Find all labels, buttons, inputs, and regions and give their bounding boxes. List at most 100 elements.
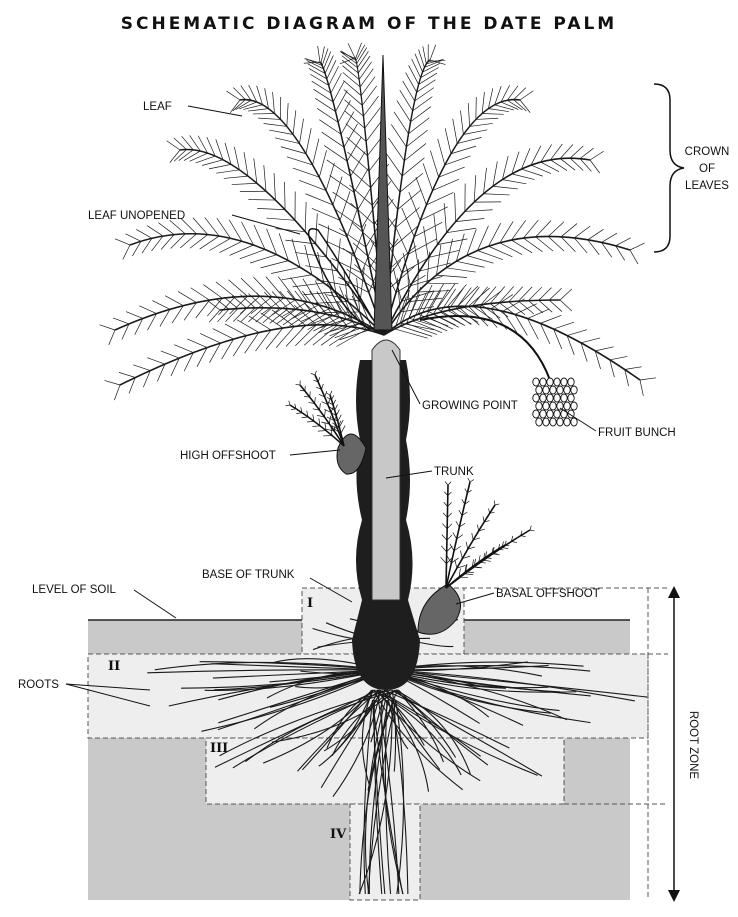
deep-root [359,699,395,895]
high-offshoot-leaf-4 [285,400,345,447]
trunk-core [371,339,401,601]
mid-root [373,689,464,791]
fruit [539,393,547,403]
basal-offshoot-leaf-2 [445,477,474,589]
basal-offshoot-leaf-5 [445,540,510,589]
fruit [535,385,543,395]
fruit [560,393,568,403]
mid-root [271,689,397,743]
zone-label-iii: III [210,741,228,756]
lateral-root [154,661,386,671]
fruit [553,377,561,387]
fruit [546,409,554,419]
roots-leader-upper [65,683,151,691]
fruit [556,417,564,427]
fruit [570,401,578,411]
fruit-bunch [419,315,578,427]
leaf-leader [187,105,243,117]
fruit [532,409,540,419]
fruit [549,385,557,395]
high-offshoot-leaf-1 [295,380,345,447]
lateral-root [384,669,648,698]
mid-root [397,689,489,766]
label-base-of-trunk: BASE OF TRUNK [202,569,295,581]
fruit [563,385,571,395]
frond-4 [367,44,446,336]
deep-root [390,699,409,895]
mid-root [396,689,444,763]
fruit [563,401,571,411]
level-of-soil-leader [133,589,177,619]
fruit [539,409,547,419]
label-fruit-bunch: FRUIT BUNCH [598,427,676,439]
base-of-trunk-leader [309,577,353,603]
high-offshoot-leaf-3 [325,390,346,447]
fruit [570,385,578,395]
fruit [542,417,550,427]
mid-root [332,689,382,798]
leaf-unopened-leader [231,214,301,235]
root-zone-arrow [668,586,680,902]
leader-lines [65,105,597,707]
mid-root [219,689,392,757]
zone-label-i: I [307,596,313,611]
zone-label-ii: II [108,659,120,674]
crown-of-leaves [99,42,657,401]
label-crown-line1: CROWN [685,146,730,158]
mid-root [326,689,375,749]
deep-root [373,699,383,895]
mid-root [377,689,481,757]
label-root-zone: ROOT ZONE [687,711,699,779]
deep-root [358,699,393,895]
mid-root [318,689,374,767]
basal-offshoot-leader [455,592,495,605]
deep-root [363,699,374,895]
deep-root [368,699,389,895]
fruit [535,417,543,427]
fruit-bunch-leader [559,407,597,432]
high-offshoot-leader [289,449,341,456]
mid-root [331,689,397,757]
mid-root [376,689,481,782]
frond-7 [383,219,645,336]
label-leaf-unopened: LEAF UNOPENED [88,210,185,222]
fruit [553,409,561,419]
label-crown-line3: LEAVES [685,180,729,192]
fruit [532,377,540,387]
fruit [542,401,550,411]
label-high-offshoot: HIGH OFFSHOOT [180,450,276,462]
basal-offshoot-leaf-1 [440,481,453,589]
central-spike [373,54,393,331]
basal-offshoot-body [417,583,461,635]
growing-point-leader [391,349,421,405]
fruit [549,417,557,427]
fruit [549,401,557,411]
fruit [542,385,550,395]
basal-offshoot-leaves [440,477,535,589]
label-basal-offshoot: BASAL OFFSHOOT [496,588,600,600]
trunk [352,339,420,690]
leaf-unopened-shape [307,228,373,331]
label-growing-point: GROWING POINT [422,400,518,412]
label-leaf: LEAF [143,101,172,113]
frond-14 [206,290,385,341]
fruit [539,377,547,387]
zone-label-iv: IV [330,827,347,842]
fruit [556,385,564,395]
fruit [553,393,561,403]
diagram-title: SCHEMATIC DIAGRAM OF THE DATE PALM [120,14,618,34]
basal-offshoot-leaf-3 [445,500,500,589]
mid-root [232,689,387,769]
deep-root [377,699,400,895]
label-trunk: TRUNK [434,466,474,478]
high-offshoot-leaves [285,370,346,447]
basal-offshoot-leaf-4 [445,525,535,589]
fruit-stalk [419,315,551,381]
lateral-root [147,669,386,674]
high-offshoot-leaf-2 [310,370,345,447]
label-level-of-soil: LEVEL OF SOIL [32,584,117,596]
mid-root [383,689,510,749]
fruit [563,417,571,427]
